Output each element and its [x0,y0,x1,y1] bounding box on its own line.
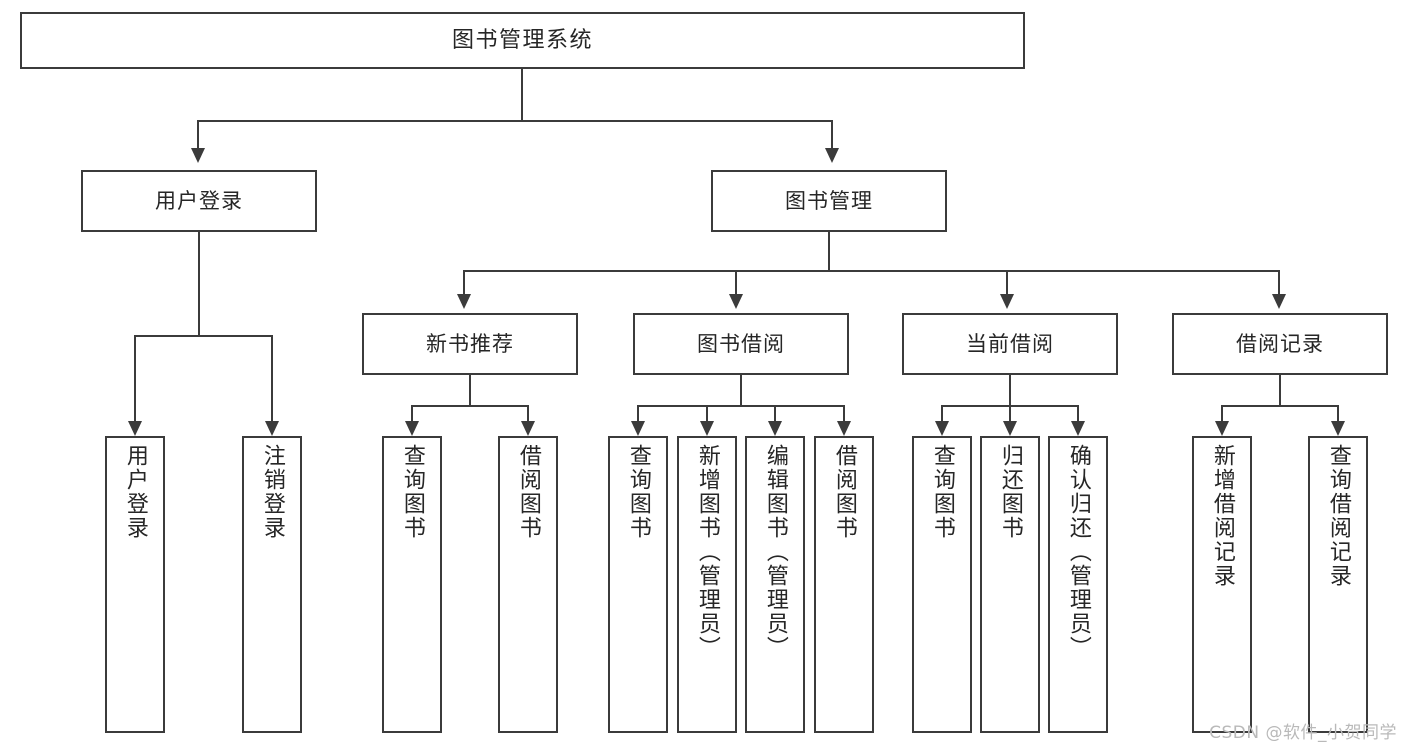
arrow-to-current-borrow [1000,294,1014,309]
connector-book-borrow-drop-3 [774,405,776,421]
leaf-book-borrow-query[interactable]: 查询图书 [608,436,668,733]
connector-user-login-stem [198,232,200,336]
node-label: 借阅记录 [1236,331,1324,356]
arrow-to-leaf-new-book-1 [405,421,419,436]
connector-level2-drop-2 [831,120,833,148]
arrow-to-leaf-book-borrow-2 [700,421,714,436]
node-label: 归还图书 [997,444,1023,540]
connector-user-login-bus [134,335,272,337]
leaf-current-borrow-confirm[interactable]: 确认归还（管理员） [1048,436,1108,733]
connector-level2-drop-1 [197,120,199,148]
connector-new-book-drop-2 [527,405,529,421]
node-label: 编辑图书（管理员） [762,444,788,660]
node-new-book-recommend[interactable]: 新书推荐 [362,313,578,375]
node-label: 确认归还（管理员） [1065,444,1091,660]
node-label: 用户登录 [122,444,148,540]
leaf-user-login-login[interactable]: 用户登录 [105,436,165,733]
node-label: 查询图书 [929,444,955,540]
node-user-login[interactable]: 用户登录 [81,170,317,232]
connector-new-book-drop-1 [411,405,413,421]
leaf-book-borrow-borrow[interactable]: 借阅图书 [814,436,874,733]
node-label: 图书管理系统 [451,27,593,53]
node-root-system[interactable]: 图书管理系统 [20,12,1025,69]
connector-level3-drop-4 [1278,270,1280,294]
node-label: 查询图书 [625,444,651,540]
arrow-to-leaf-book-borrow-1 [631,421,645,436]
leaf-current-borrow-return[interactable]: 归还图书 [980,436,1040,733]
node-label: 查询借阅记录 [1325,444,1351,588]
connector-new-book-bus [411,405,528,407]
arrow-to-leaf-new-book-2 [521,421,535,436]
node-label: 新增借阅记录 [1209,444,1235,588]
node-label: 借阅图书 [515,444,541,540]
node-label: 查询图书 [399,444,425,540]
connector-book-borrow-stem [740,375,742,406]
node-book-borrow[interactable]: 图书借阅 [633,313,849,375]
connector-current-borrow-drop-3 [1077,405,1079,421]
leaf-book-borrow-add[interactable]: 新增图书（管理员） [677,436,737,733]
connector-level3-drop-1 [463,270,465,294]
node-borrow-record[interactable]: 借阅记录 [1172,313,1388,375]
node-label: 图书管理 [785,188,873,213]
arrow-to-book-manage [825,148,839,163]
connector-level3-bus [463,270,1280,272]
connector-level3-drop-3 [1006,270,1008,294]
leaf-new-book-borrow[interactable]: 借阅图书 [498,436,558,733]
node-label: 用户登录 [155,188,243,213]
leaf-current-borrow-query[interactable]: 查询图书 [912,436,972,733]
connector-current-borrow-drop-2 [1009,405,1011,421]
arrow-to-new-book-recommend [457,294,471,309]
arrow-to-leaf-current-borrow-2 [1003,421,1017,436]
connector-root-stem [521,69,523,121]
leaf-book-borrow-edit[interactable]: 编辑图书（管理员） [745,436,805,733]
arrow-to-leaf-user-login-2 [265,421,279,436]
connector-borrow-record-bus [1221,405,1338,407]
arrow-to-leaf-borrow-record-2 [1331,421,1345,436]
connector-user-login-drop-2 [271,335,273,421]
arrow-to-leaf-user-login-1 [128,421,142,436]
node-book-manage[interactable]: 图书管理 [711,170,947,232]
node-label: 借阅图书 [831,444,857,540]
leaf-borrow-record-add[interactable]: 新增借阅记录 [1192,436,1252,733]
connector-book-borrow-drop-2 [706,405,708,421]
connector-book-manage-stem [828,232,830,271]
arrow-to-leaf-borrow-record-1 [1215,421,1229,436]
connector-book-borrow-drop-1 [637,405,639,421]
connector-current-borrow-stem [1009,375,1011,406]
connector-user-login-drop-1 [134,335,136,421]
arrow-to-user-login [191,148,205,163]
node-current-borrow[interactable]: 当前借阅 [902,313,1118,375]
node-label: 当前借阅 [966,331,1054,356]
arrow-to-book-borrow [729,294,743,309]
arrow-to-leaf-book-borrow-3 [768,421,782,436]
connector-borrow-record-drop-1 [1221,405,1223,421]
connector-book-borrow-drop-4 [843,405,845,421]
arrow-to-borrow-record [1272,294,1286,309]
node-label: 图书借阅 [697,331,785,356]
connector-book-borrow-bus [637,405,845,407]
connector-level2-bus [197,120,833,122]
arrow-to-leaf-current-borrow-3 [1071,421,1085,436]
arrow-to-leaf-current-borrow-1 [935,421,949,436]
arrow-to-leaf-book-borrow-4 [837,421,851,436]
connector-borrow-record-drop-2 [1337,405,1339,421]
connector-new-book-stem [469,375,471,406]
node-label: 注销登录 [259,444,285,540]
leaf-new-book-query[interactable]: 查询图书 [382,436,442,733]
leaf-borrow-record-query[interactable]: 查询借阅记录 [1308,436,1368,733]
connector-borrow-record-stem [1279,375,1281,406]
node-label: 新增图书（管理员） [694,444,720,660]
connector-level3-drop-2 [735,270,737,294]
connector-current-borrow-drop-1 [941,405,943,421]
node-label: 新书推荐 [426,331,514,356]
csdn-watermark: CSDN @软件_小贺同学 [1209,723,1397,743]
leaf-user-login-logout[interactable]: 注销登录 [242,436,302,733]
